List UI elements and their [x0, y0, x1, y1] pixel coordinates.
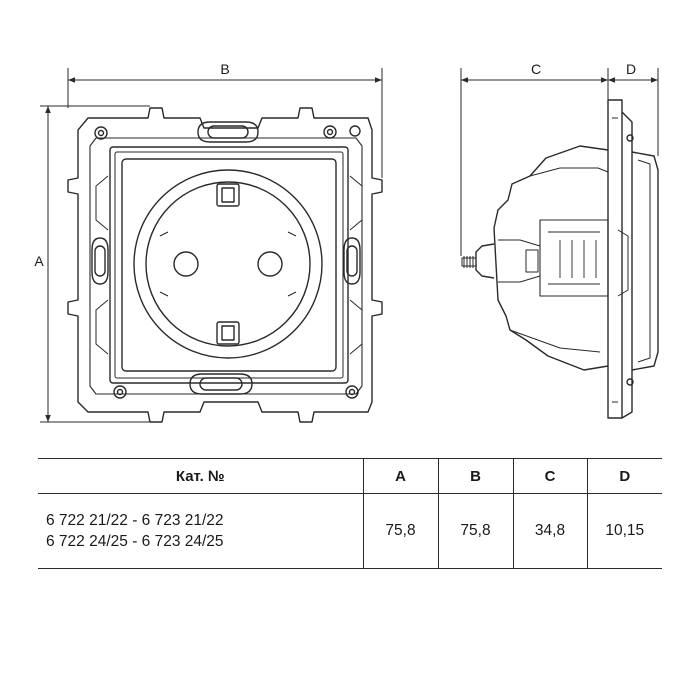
- screw-hole-bottom-right: [345, 385, 359, 399]
- socket-inner-ring: [145, 181, 311, 347]
- header-catalog: Кат. №: [175, 467, 225, 485]
- cell-d: 10,15: [586, 493, 662, 569]
- inner-frame: [89, 137, 363, 395]
- side-face-cover: [631, 151, 659, 371]
- earth-clip-bottom: [216, 321, 240, 345]
- table-row: 6 722 21/22 - 6 723 21/22 6 722 24/25 - …: [38, 493, 662, 569]
- side-housing: [493, 145, 609, 371]
- face-plate: [121, 158, 337, 372]
- header-b: B: [437, 458, 513, 494]
- catalog-number-line-1: 6 722 21/22 - 6 723 21/22: [46, 512, 224, 529]
- table-header-row: Кат. № A B C D: [38, 458, 662, 494]
- mounting-frame: [67, 107, 383, 423]
- screw-hole-mid-right: [349, 125, 361, 137]
- screw-hole-top-right: [323, 125, 337, 139]
- dimension-a-label: A: [34, 253, 44, 269]
- dimension-d: [608, 68, 659, 156]
- clamp-left: [91, 237, 109, 285]
- dimension-c-label: C: [531, 61, 541, 77]
- front-view: [67, 107, 383, 423]
- dimension-b: [67, 68, 383, 178]
- clamp-right: [343, 237, 361, 285]
- pin-hole-right: [257, 251, 283, 277]
- header-c: C: [512, 458, 587, 494]
- pin-hole-left: [173, 251, 199, 277]
- screw-hole-bottom-left: [113, 385, 127, 399]
- cell-catalog-numbers: 6 722 21/22 - 6 723 21/22 6 722 24/25 - …: [38, 494, 363, 569]
- technical-drawing: B A C: [34, 61, 659, 423]
- screw-hole-top-left: [94, 126, 108, 140]
- side-front-plate: [607, 99, 623, 419]
- clamp-top: [197, 121, 259, 143]
- module-body: [109, 146, 349, 384]
- cell-a: 75,8: [362, 493, 438, 569]
- catalog-number-line-2: 6 722 24/25 - 6 723 24/25: [46, 533, 224, 550]
- header-d: D: [586, 458, 662, 494]
- cell-b: 75,8: [437, 493, 513, 569]
- dimensions-table: Кат. № A B C D 6 722 21/22 - 6 723 21/22…: [38, 458, 662, 569]
- earth-clip-top: [216, 183, 240, 207]
- clamp-bottom: [189, 373, 253, 395]
- dimension-d-label: D: [626, 61, 636, 77]
- dimension-c: [460, 68, 609, 256]
- side-view: [461, 99, 659, 419]
- socket-outer-ring: [133, 169, 323, 359]
- dimension-b-label: B: [220, 61, 229, 77]
- side-terminal: [475, 243, 495, 279]
- side-screw: [461, 256, 476, 268]
- cell-c: 34,8: [512, 493, 587, 569]
- dimension-a: [40, 105, 150, 423]
- header-a: A: [362, 458, 438, 494]
